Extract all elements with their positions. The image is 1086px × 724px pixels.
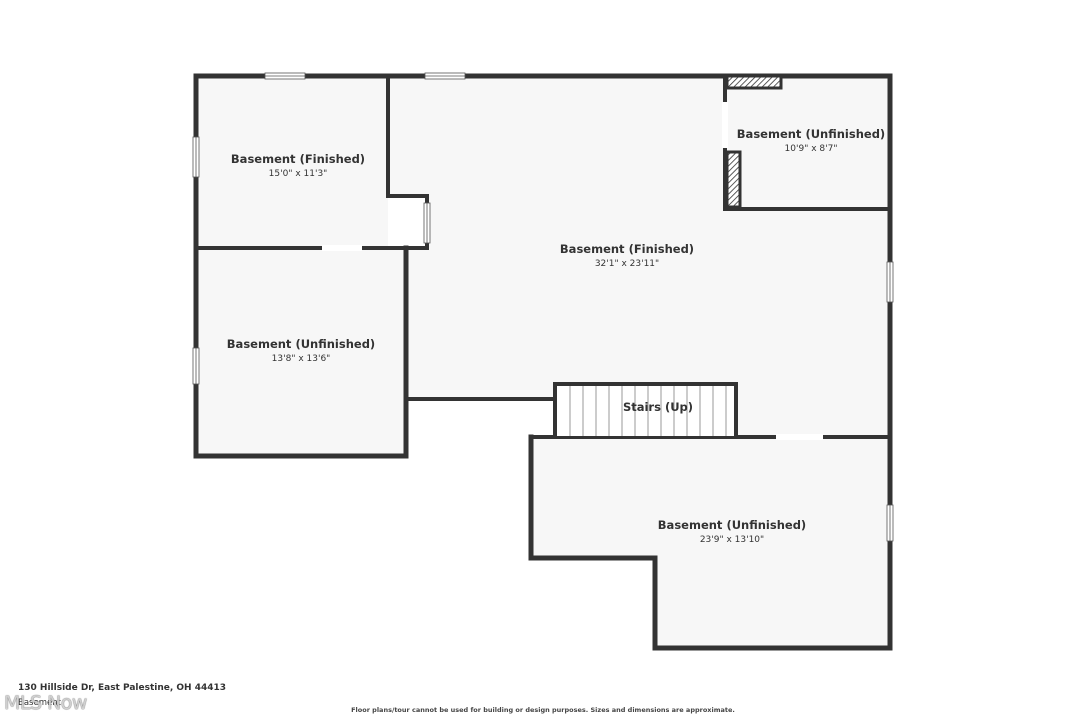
- floor-fills: [196, 76, 890, 648]
- windows: [192, 72, 894, 542]
- room-dims-unfinished-utility: 10'9" x 8'7": [785, 144, 838, 154]
- footer-disclaimer: Floor plans/tour cannot be used for buil…: [351, 706, 735, 714]
- room-dims-unfinished-left: 13'8" x 13'6": [272, 354, 331, 364]
- room-dims-unfinished-bottom: 23'9" x 13'10": [700, 535, 764, 545]
- hatched-block-side: [725, 150, 742, 209]
- footer-address-block: 130 Hillside Dr, East Palestine, OH 4441…: [18, 683, 226, 708]
- hatched-blocks: [725, 74, 783, 209]
- hatched-block-top: [725, 74, 783, 90]
- outer-wall-right: [193, 73, 893, 651]
- room-label-stairs: Stairs (Up): [623, 400, 693, 414]
- room-label-unfinished-utility: Basement (Unfinished): [737, 127, 885, 141]
- mls-now-watermark: MLS Now: [4, 692, 87, 714]
- room-label-finished-main: Basement (Finished): [560, 242, 694, 256]
- room-dims-finished-left: 15'0" x 11'3": [269, 169, 328, 179]
- room-label-unfinished-left: Basement (Unfinished): [227, 337, 375, 351]
- room-dims-finished-main: 32'1" x 23'11": [595, 259, 659, 269]
- room-floor-unfinished-left: [196, 248, 406, 456]
- room-floor-finished-left: [196, 76, 388, 246]
- stair-treads: [557, 386, 734, 436]
- opening-bottom-room: [776, 434, 823, 440]
- room-floor-finished-main: [388, 76, 890, 437]
- room-floor-unfinished-bottom: [531, 437, 890, 648]
- room-label-unfinished-bottom: Basement (Unfinished): [658, 518, 806, 532]
- opening-utility-room: [722, 102, 728, 148]
- footer-floor-label: Basement: [18, 698, 61, 708]
- openings: [322, 102, 823, 440]
- wall-stairs: [553, 382, 738, 439]
- opening-left-rooms: [322, 245, 362, 251]
- room-labels: Basement (Finished) 15'0" x 11'3" Baseme…: [227, 127, 885, 545]
- room-label-finished-left: Basement (Finished): [231, 152, 365, 166]
- footer-address: 130 Hillside Dr, East Palestine, OH 4441…: [18, 683, 227, 693]
- outer-wall-left: [193, 73, 409, 459]
